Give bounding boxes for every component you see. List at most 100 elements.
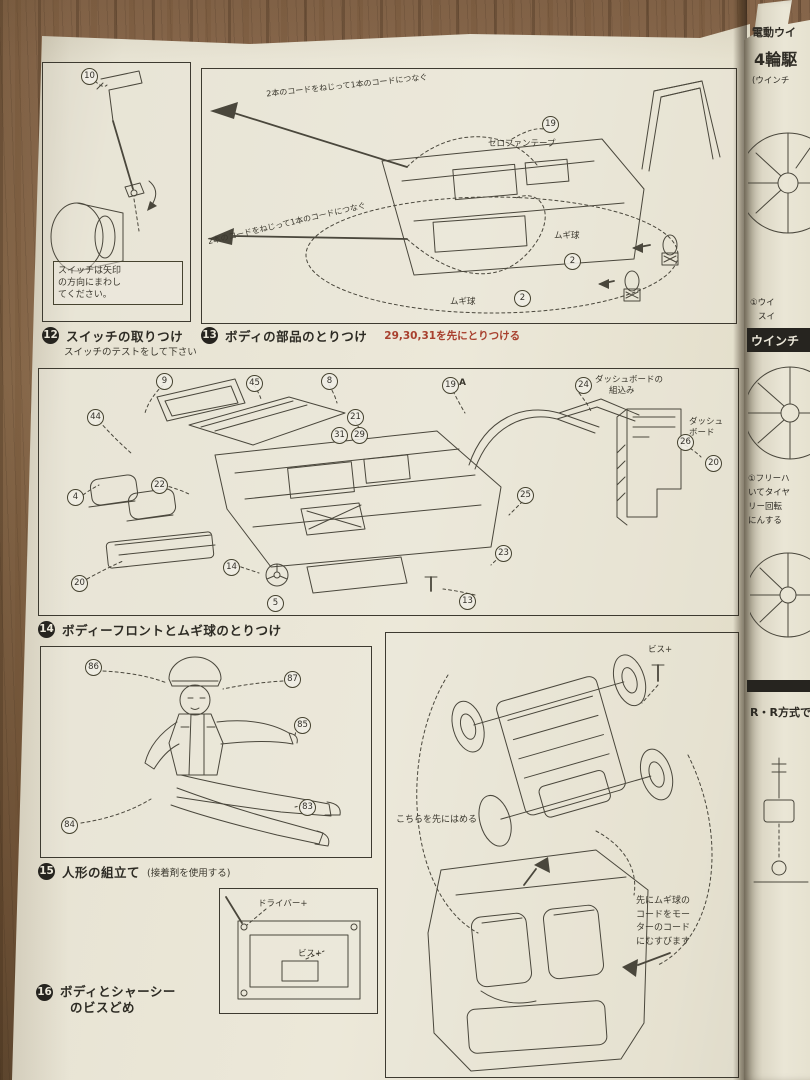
part-19a-suffix: A bbox=[459, 378, 466, 388]
part-badge: 85 bbox=[294, 717, 311, 734]
step15-diagram-box: 86 87 85 83 84 bbox=[40, 646, 372, 858]
step13-diagram-box: 2本のコードをねじって1本のコードにつなぐ 2本のコードをねじって1本のコードに… bbox=[201, 68, 737, 324]
part-badge: 20 bbox=[705, 455, 722, 472]
side-note-1: ①ウイ bbox=[750, 298, 775, 308]
part-badge: 87 bbox=[284, 671, 301, 688]
step12-caption: 12 スイッチの取りつけ bbox=[42, 326, 183, 345]
side-section-header: ウインチ bbox=[747, 328, 810, 352]
side-heading-3: R・R方式で bbox=[750, 706, 810, 719]
adjacent-page-strip bbox=[744, 0, 810, 1080]
step13-title: ボディの部品のとりつけ bbox=[225, 329, 368, 344]
step16-caption: 16 ボディとシャーシー のビスどめ bbox=[36, 984, 176, 1017]
switch-note-line3: てください。 bbox=[58, 290, 112, 301]
step14-number-badge: 14 bbox=[38, 621, 55, 638]
dashboard-note-line1: ダッシュボードの bbox=[595, 375, 664, 385]
part-badge: 20 bbox=[71, 575, 88, 592]
bulb-note-line2: コードをモー bbox=[636, 909, 691, 920]
part-badge: 44 bbox=[87, 409, 104, 426]
step12-title: スイッチの取りつけ bbox=[66, 329, 184, 344]
fit-this-first-label: こちらを先にはめる bbox=[396, 815, 478, 825]
bulb-note-line3: ターのコード bbox=[636, 923, 691, 933]
step13-caption: 13 ボディの部品のとりつけ 29,30,31を先にとりつける bbox=[201, 326, 520, 345]
step16-title-line1: ボディとシャーシー bbox=[60, 984, 176, 999]
part-badge: 8 bbox=[321, 373, 338, 390]
chassis-fitting-diagram-box: ビス+ こちらを先にはめる 先にムギ球の コードをモー ターのコード にむすびま… bbox=[385, 632, 739, 1078]
step16-title-line2: のビスどめ bbox=[70, 1000, 136, 1016]
screw-label: ビス+ bbox=[648, 645, 673, 655]
part-badge: 23 bbox=[495, 545, 512, 562]
page-fold-shadow bbox=[733, 0, 747, 1080]
body-chassis-screw-diagram bbox=[225, 896, 361, 1000]
exploded-chassis-diagram bbox=[82, 378, 702, 596]
part-badge: 84 bbox=[61, 817, 78, 834]
step15-subtitle: (接着剤を使用する) bbox=[147, 867, 231, 879]
side-paragraph-line1: ①フリーハ bbox=[748, 474, 790, 484]
step12-subtitle: スイッチのテストをして下さい bbox=[64, 347, 197, 358]
side-divider-bar bbox=[747, 680, 810, 692]
part-badge-2a: 2 bbox=[564, 253, 581, 270]
cellophane-tape-label: セロファンテープ bbox=[488, 139, 556, 149]
switch-note-line1: スイッチは矢印 bbox=[58, 266, 122, 276]
part-badge: 86 bbox=[85, 659, 102, 676]
bulb-note-line1: 先にムギ球の bbox=[636, 896, 691, 906]
side-heading-2: 4輪駆 bbox=[754, 50, 798, 69]
part-badge: 29 bbox=[351, 427, 368, 444]
switch-install-diagram bbox=[50, 70, 157, 272]
part-badge-19a: 19 bbox=[442, 377, 459, 394]
dashboard-assembly-note: ダッシュボードの 組込み bbox=[595, 375, 663, 396]
bulb-cord-note: 先にムギ球の コードをモー ターのコード にむすびます bbox=[636, 895, 690, 949]
part-badge: 83 bbox=[299, 799, 316, 816]
body-parts-diagram bbox=[208, 80, 721, 314]
chassis-body-fitting-diagram bbox=[416, 654, 713, 1072]
part-badge-19: 19 bbox=[542, 116, 559, 133]
side-paragraph: ①フリーハ いてタイヤ リー回転 にんする bbox=[748, 472, 790, 528]
part-badge: 4 bbox=[67, 489, 84, 506]
part-badge: 24 bbox=[575, 377, 592, 394]
screw-label: ビス+ bbox=[298, 949, 323, 959]
side-hub-diagram bbox=[750, 552, 810, 638]
mugi-bulb-label-2: ムギ球 bbox=[450, 297, 476, 307]
side-paragraph-line2: いてタイヤ bbox=[748, 488, 790, 499]
part-badge: 31 bbox=[331, 427, 348, 444]
side-wheel-diagram-1 bbox=[748, 132, 810, 234]
dashboard-note-line2: 組込み bbox=[609, 385, 635, 396]
part-badge: 9 bbox=[156, 373, 173, 390]
step15-caption: 15 人形の組立て (接着剤を使用する) bbox=[38, 862, 230, 881]
step16-diagram-box: ドライバー+ ビス+ bbox=[219, 888, 378, 1014]
part-badge: 26 bbox=[677, 434, 694, 451]
step16-number-badge: 16 bbox=[36, 984, 53, 1001]
side-paragraph-line4: にんする bbox=[748, 516, 782, 527]
part-badge-10: 10 bbox=[81, 68, 98, 85]
side-subheading: (ウインチ bbox=[752, 76, 790, 86]
driver-figure-diagram bbox=[80, 656, 341, 847]
instruction-paper bbox=[12, 24, 750, 1080]
part-badge: 5 bbox=[267, 595, 284, 612]
step14-diagram-box: 9 45 8 44 4 22 20 14 5 21 31 29 19 A 24 … bbox=[38, 368, 739, 616]
step15-number-badge: 15 bbox=[38, 863, 55, 880]
side-paragraph-line3: リー回転 bbox=[748, 502, 783, 513]
part-badge: 22 bbox=[151, 477, 168, 494]
part-badge-2b: 2 bbox=[514, 290, 531, 307]
part-badge: 21 bbox=[347, 409, 364, 426]
switch-note: スイッチは矢印 の方向にまわし てください。 bbox=[53, 261, 183, 306]
bulb-note-line4: にむすびます bbox=[636, 936, 691, 947]
side-small-diagram bbox=[753, 757, 809, 883]
dashboard-label-line2: ボード bbox=[689, 427, 715, 438]
step14-title: ボディーフロントとムギ球のとりつけ bbox=[62, 623, 282, 638]
step12-number-badge: 12 bbox=[42, 327, 59, 344]
part-badge: 13 bbox=[459, 593, 476, 610]
step14-caption: 14 ボディーフロントとムギ球のとりつけ bbox=[38, 620, 282, 639]
side-wheel-diagram-2 bbox=[748, 366, 810, 460]
screwdriver-label: ドライバー+ bbox=[258, 899, 308, 909]
step15-title: 人形の組立て bbox=[62, 865, 141, 880]
step13-number-badge: 13 bbox=[201, 327, 218, 344]
part-badge: 14 bbox=[223, 559, 240, 576]
part-badge: 45 bbox=[246, 375, 263, 392]
step13-red-note: 29,30,31を先にとりつける bbox=[384, 330, 521, 342]
dashboard-label: ダッシュ ボード bbox=[689, 417, 723, 438]
part-badge: 25 bbox=[517, 487, 534, 504]
dashboard-label-line1: ダッシュ bbox=[689, 417, 724, 427]
side-note-2: スイ bbox=[758, 312, 776, 322]
side-heading-1: 電動ウイ bbox=[752, 26, 796, 39]
